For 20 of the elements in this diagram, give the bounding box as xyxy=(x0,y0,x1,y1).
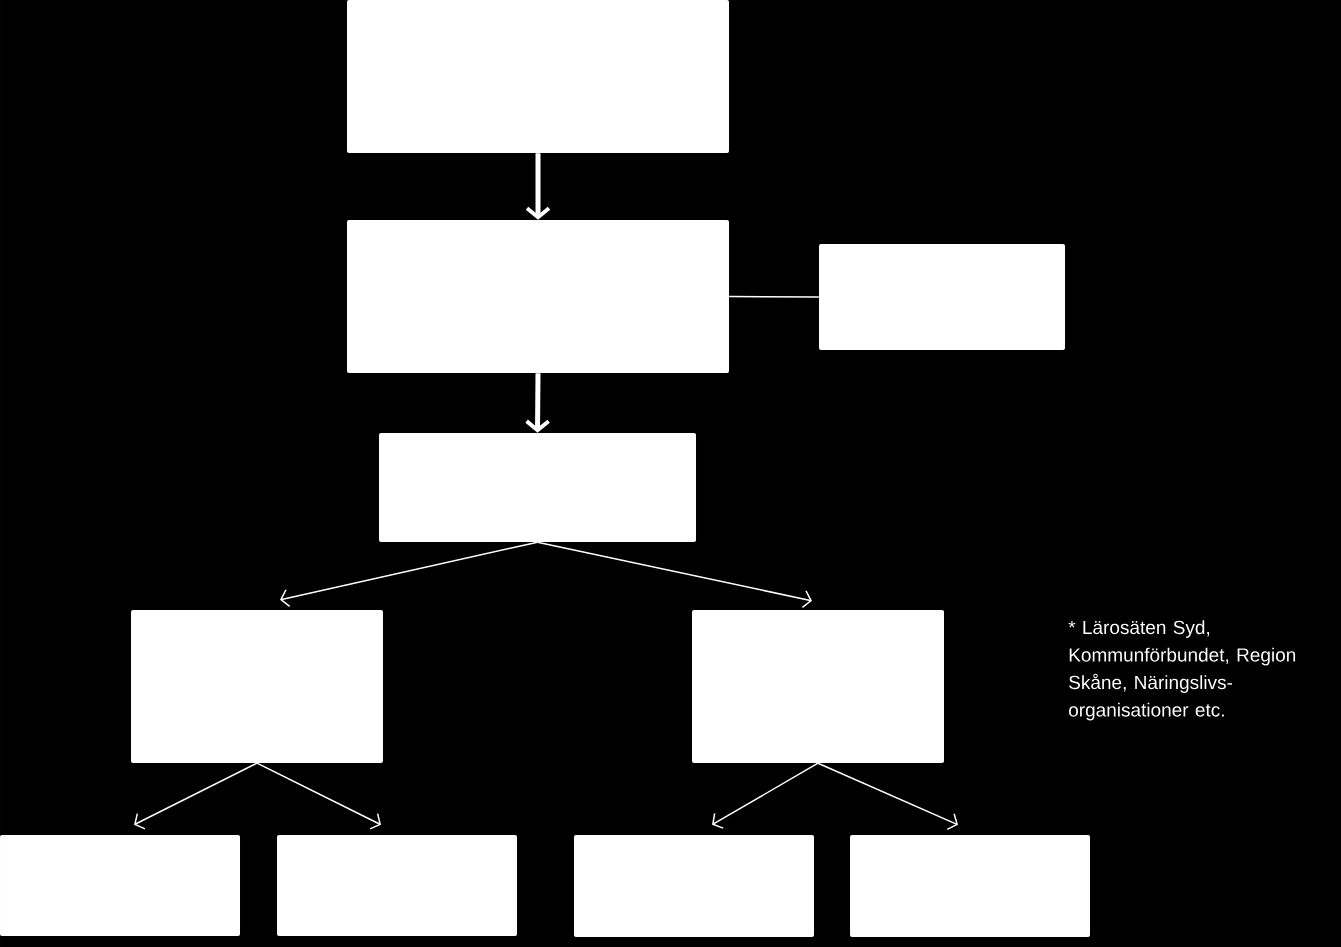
empty-box xyxy=(131,610,383,763)
empty-box xyxy=(819,244,1065,350)
empty-box xyxy=(574,835,814,937)
connector-line xyxy=(728,295,820,298)
arrow xyxy=(817,762,958,831)
empty-box xyxy=(347,0,729,153)
arrow xyxy=(536,541,812,609)
empty-box xyxy=(0,835,240,936)
empty-box xyxy=(379,433,696,542)
note-text: * Lärosäten Syd, Kommunförbundet, Region Skåne, Näringslivs-organisationer etc. xyxy=(1068,620,1296,721)
arrow xyxy=(525,373,550,433)
empty-box xyxy=(277,835,517,936)
empty-box xyxy=(692,610,944,763)
empty-box xyxy=(347,220,729,373)
empty-box xyxy=(850,835,1090,937)
arrow xyxy=(256,762,381,830)
arrow xyxy=(525,153,551,220)
arrow xyxy=(134,762,258,830)
arrow xyxy=(712,762,819,829)
arrow xyxy=(280,541,539,608)
